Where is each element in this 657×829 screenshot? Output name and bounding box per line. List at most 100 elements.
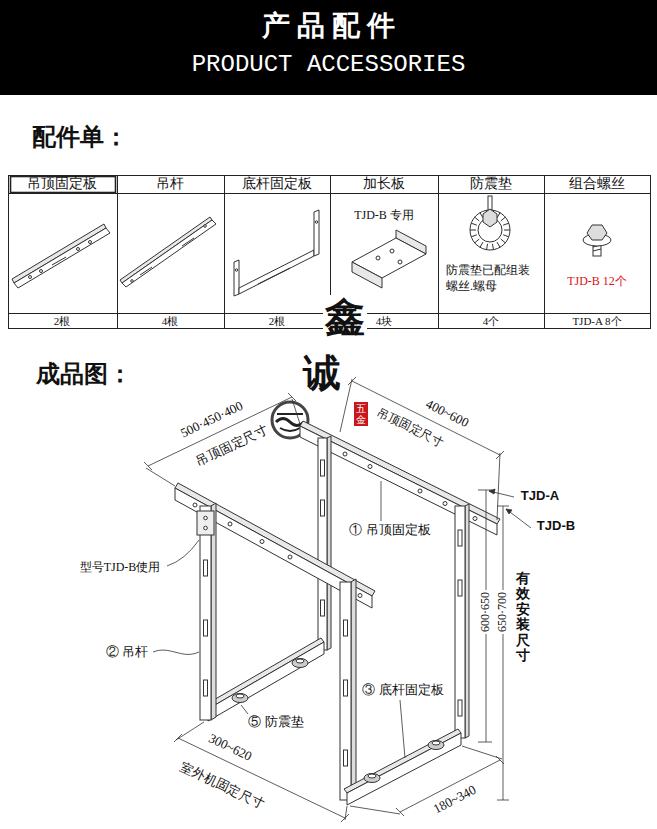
bracket-front: [204, 526, 208, 530]
ceiling-plate-icon: [89, 241, 92, 244]
bracket-front: [204, 680, 208, 696]
rod-icon: [122, 220, 216, 287]
ceiling-plate-icon: [29, 276, 32, 279]
bottom-plate-icon: [239, 250, 314, 294]
callout-label: ② 吊杆: [106, 645, 148, 660]
rod-icon: [182, 238, 194, 246]
parts-table-grid: [11, 177, 116, 193]
dimension-lines: [478, 742, 492, 743]
bracket-back: [473, 517, 477, 521]
quantity-cell: 4根: [162, 315, 179, 328]
extension-plate-icon: [390, 249, 394, 253]
dimension-label: 室外机固定尺寸: [178, 760, 267, 813]
dimension-lines: [178, 738, 345, 818]
damper-pad-icon: [503, 235, 509, 237]
bracket-front: [204, 516, 208, 520]
bracket-front: [358, 594, 362, 598]
callout-label: 型号TJD-B使用: [80, 561, 161, 575]
table-header: 防震垫: [470, 176, 512, 192]
bracket-back: [455, 506, 465, 738]
bracket-back: [443, 502, 447, 506]
table-header: 吊杆: [156, 176, 184, 192]
parts-table-grid: [117, 175, 118, 329]
dimension-lines: [292, 399, 300, 424]
leader-lines: [153, 650, 199, 654]
leader-lines: [167, 540, 199, 566]
watermark: 鑫: [323, 295, 367, 341]
table-note: TJD-B 专用: [354, 209, 414, 223]
ceiling-plate-icon: [14, 228, 110, 288]
ceiling-plate-icon: [40, 270, 43, 273]
damper-pad-icon: [483, 209, 497, 227]
dimension-note: 有效安装尺寸: [516, 571, 530, 663]
dimension-label: 400~600: [423, 397, 471, 431]
bracket-front: [428, 741, 444, 750]
section-heading: 成品图：: [36, 361, 132, 389]
quantity-cell: 4个: [483, 315, 500, 328]
dimension-label: 600·650: [479, 590, 493, 634]
leader-lines: [400, 700, 405, 758]
rod-icon: [120, 217, 216, 287]
damper-pad-icon: [470, 210, 510, 250]
dimension-label: 650·700: [496, 590, 510, 634]
bracket-front: [351, 579, 356, 800]
dimension-lines: [396, 808, 404, 816]
table-header: 吊顶固定板: [27, 176, 97, 192]
dimension-lines: [497, 800, 509, 801]
bracket-front: [288, 555, 292, 559]
dimension-lines: [496, 451, 504, 459]
leader-lines: [506, 509, 512, 514]
damper-pad-icon: [504, 230, 510, 231]
table-header: 加长板: [363, 176, 405, 192]
leader-lines: [489, 489, 495, 494]
bracket-front: [344, 620, 348, 636]
damper-pad-icon: [470, 196, 510, 250]
bracket-front: [432, 741, 440, 745]
dimension-lines: [462, 746, 502, 759]
dimension-label: 300~620: [206, 731, 254, 764]
dimension-lines: [350, 806, 400, 814]
bracket-front: [344, 729, 461, 793]
bracket-back: [205, 638, 324, 709]
bracket-back: [458, 580, 462, 596]
damper-pad-icon: [480, 242, 483, 247]
bracket-front: [344, 680, 348, 696]
watermark: 诚: [303, 352, 341, 396]
ceiling-plate-icon: [12, 224, 110, 288]
bracket-back: [321, 460, 325, 476]
rod-icon: [204, 225, 207, 228]
table-header: 底杆固定板: [242, 176, 312, 192]
bracket-back: [296, 659, 304, 663]
bracket-front: [204, 560, 208, 576]
leader-lines: [381, 481, 382, 521]
leader-lines: [506, 509, 531, 528]
bracket-front: [211, 503, 216, 720]
dimension-lines: [497, 453, 500, 520]
quantity-cell: TJD-A 8个: [572, 315, 621, 328]
bracket-back: [465, 504, 469, 738]
dimension-lines: [146, 468, 175, 486]
bracket-front: [344, 750, 348, 766]
screw-icon: [583, 225, 611, 256]
bracket-front: [340, 582, 351, 800]
screw-icon: [593, 249, 601, 251]
watermark-seal: 五金: [354, 402, 368, 426]
quantity-cell: 2根: [269, 315, 286, 328]
damper-pad-icon: [501, 217, 506, 221]
bottom-plate-icon: [235, 269, 237, 271]
dimension-lines: [503, 506, 504, 800]
callout-label: ⑤ 防震垫: [248, 715, 303, 730]
ceiling-plate-icon: [12, 224, 106, 283]
bracket-back: [321, 600, 325, 616]
bracket-back: [458, 530, 462, 546]
damper-pad-icon: [497, 242, 500, 247]
bottom-plate-icon: [258, 268, 290, 284]
parts-table-grid: [224, 175, 225, 329]
title-text: 产 品 配 件: [262, 10, 395, 42]
damper-pad-icon: [488, 196, 492, 210]
dimension-lines: [352, 381, 500, 455]
callout-label: ③ 底杆固定板: [362, 683, 443, 698]
bracket-back: [292, 659, 308, 668]
quantity-cell: 4块: [376, 315, 393, 328]
rod-icon: [120, 217, 212, 283]
